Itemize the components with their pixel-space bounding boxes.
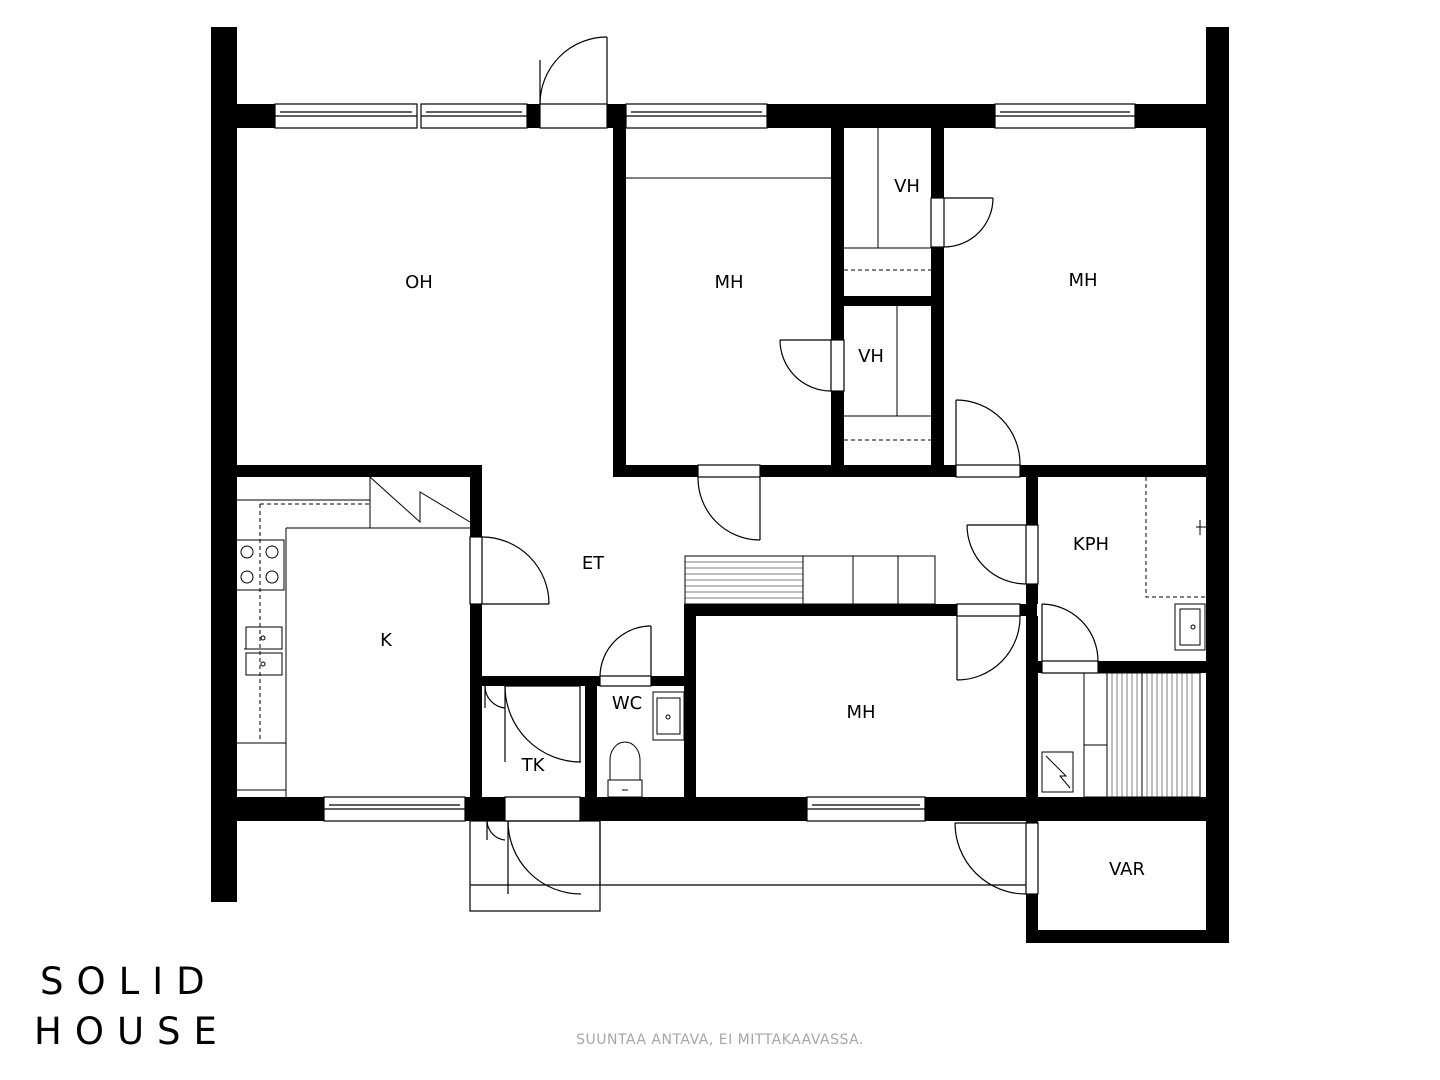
doors bbox=[469, 36, 1099, 912]
room-label-mh-bottom: MH bbox=[846, 702, 875, 723]
room-label-var: VAR bbox=[1109, 859, 1145, 880]
room-label-k: K bbox=[380, 630, 393, 651]
room-label-vh-top: VH bbox=[894, 176, 920, 197]
room-label-et: ET bbox=[582, 553, 605, 574]
room-label-oh: OH bbox=[405, 272, 433, 293]
windows bbox=[274, 103, 1136, 822]
logo-line-1: SOLID bbox=[40, 960, 218, 1003]
walls bbox=[211, 27, 1229, 943]
room-label-wc: WC bbox=[612, 693, 642, 714]
room-label-kph: KPH bbox=[1073, 534, 1109, 555]
disclaimer-text: SUUNTAA ANTAVA, EI MITTAKAAVASSA. bbox=[576, 1032, 864, 1048]
room-labels: OH MH VH VH MH ET K KPH WC TK MH VAR bbox=[380, 176, 1145, 880]
fixtures bbox=[235, 128, 1206, 798]
room-label-vh-lower: VH bbox=[858, 346, 884, 367]
room-label-mh-center: MH bbox=[714, 272, 743, 293]
logo-line-2: HOUSE bbox=[34, 1010, 230, 1053]
room-label-tk: TK bbox=[521, 755, 546, 776]
room-label-mh-right: MH bbox=[1068, 270, 1097, 291]
